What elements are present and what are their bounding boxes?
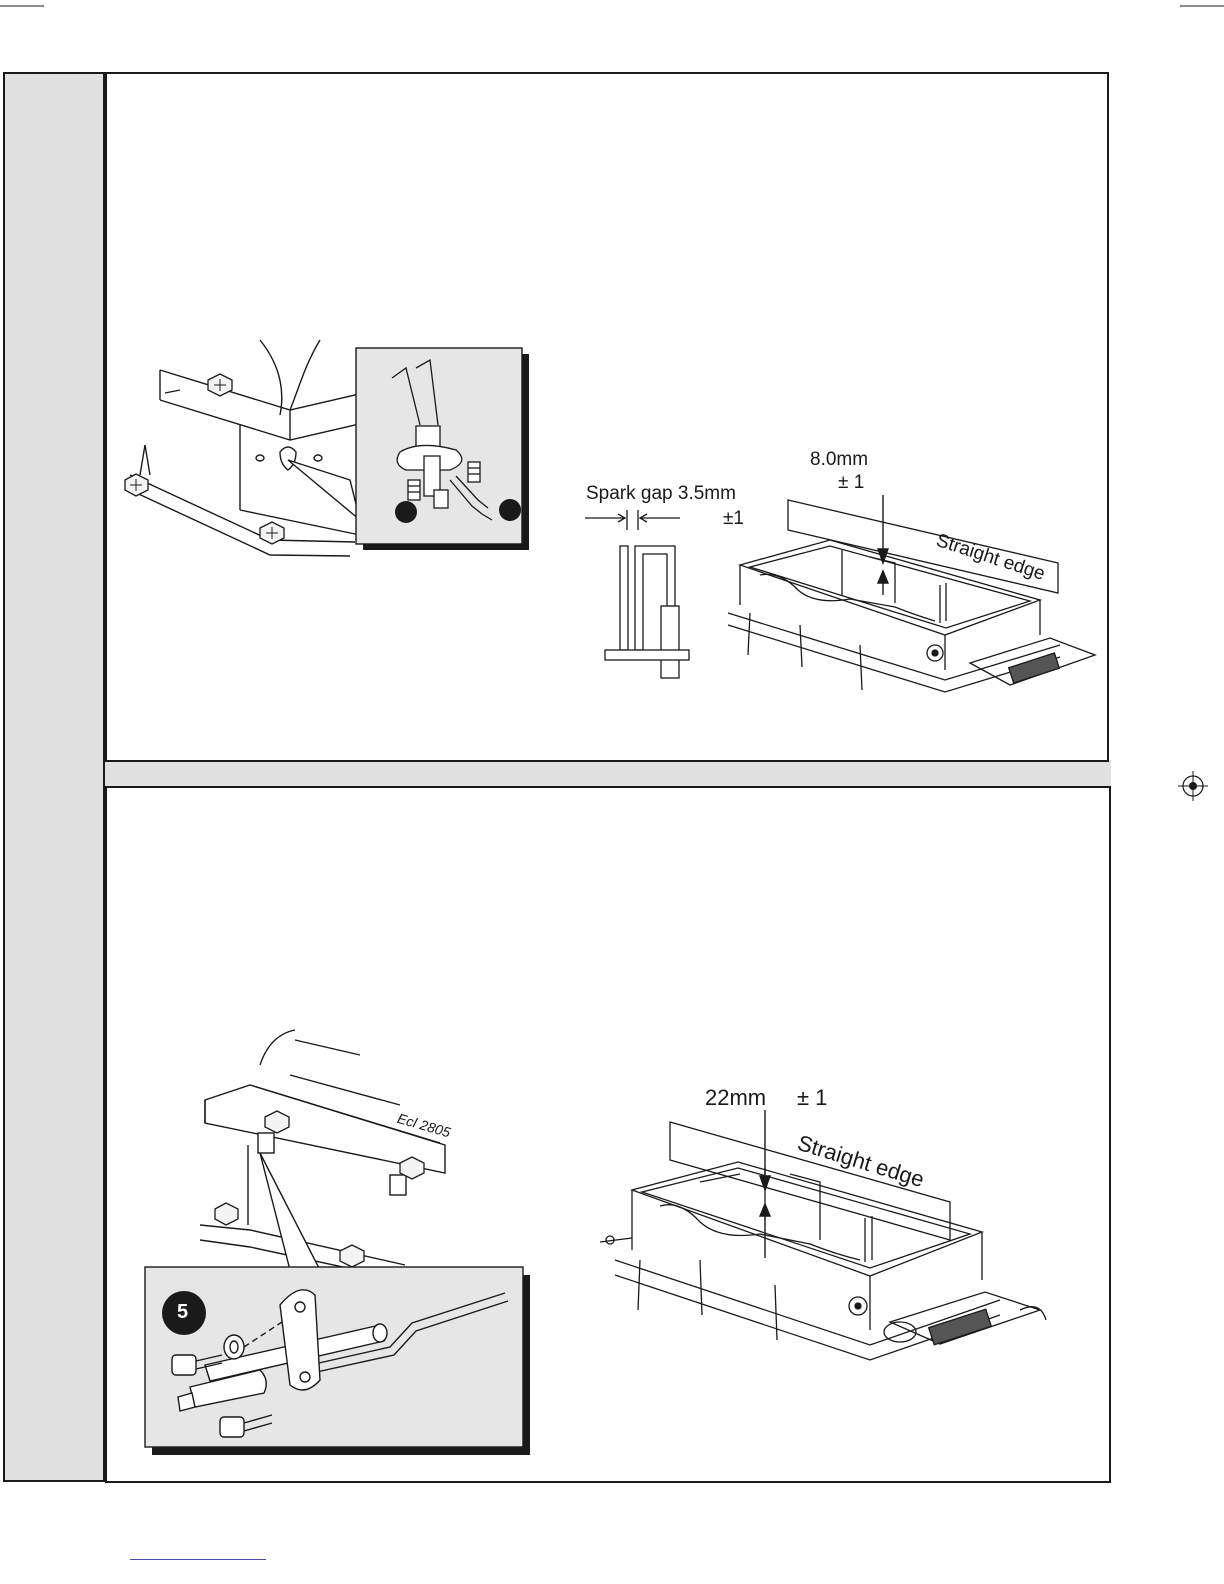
depth-label-bottom: 22mm [705,1085,766,1111]
callout-number-5: 5 [177,1301,188,1324]
spark-gap-tolerance: ±1 [723,508,744,530]
depth-tolerance-bottom: ± 1 [797,1085,827,1111]
depth-label-top: 8.0mm [810,449,868,471]
panel-separator [105,760,1111,787]
footer-link-underline [130,1559,266,1560]
electrode-location-illustration [120,330,540,560]
registration-mark-right [1178,771,1208,801]
spark-gap-label: Spark gap 3.5mm [586,483,736,505]
left-margin-column [3,72,105,1482]
burner-straight-edge-8mm [720,495,1120,705]
electrode-removal-illustration [140,1025,540,1465]
depth-tolerance-top: ± 1 [838,472,864,494]
